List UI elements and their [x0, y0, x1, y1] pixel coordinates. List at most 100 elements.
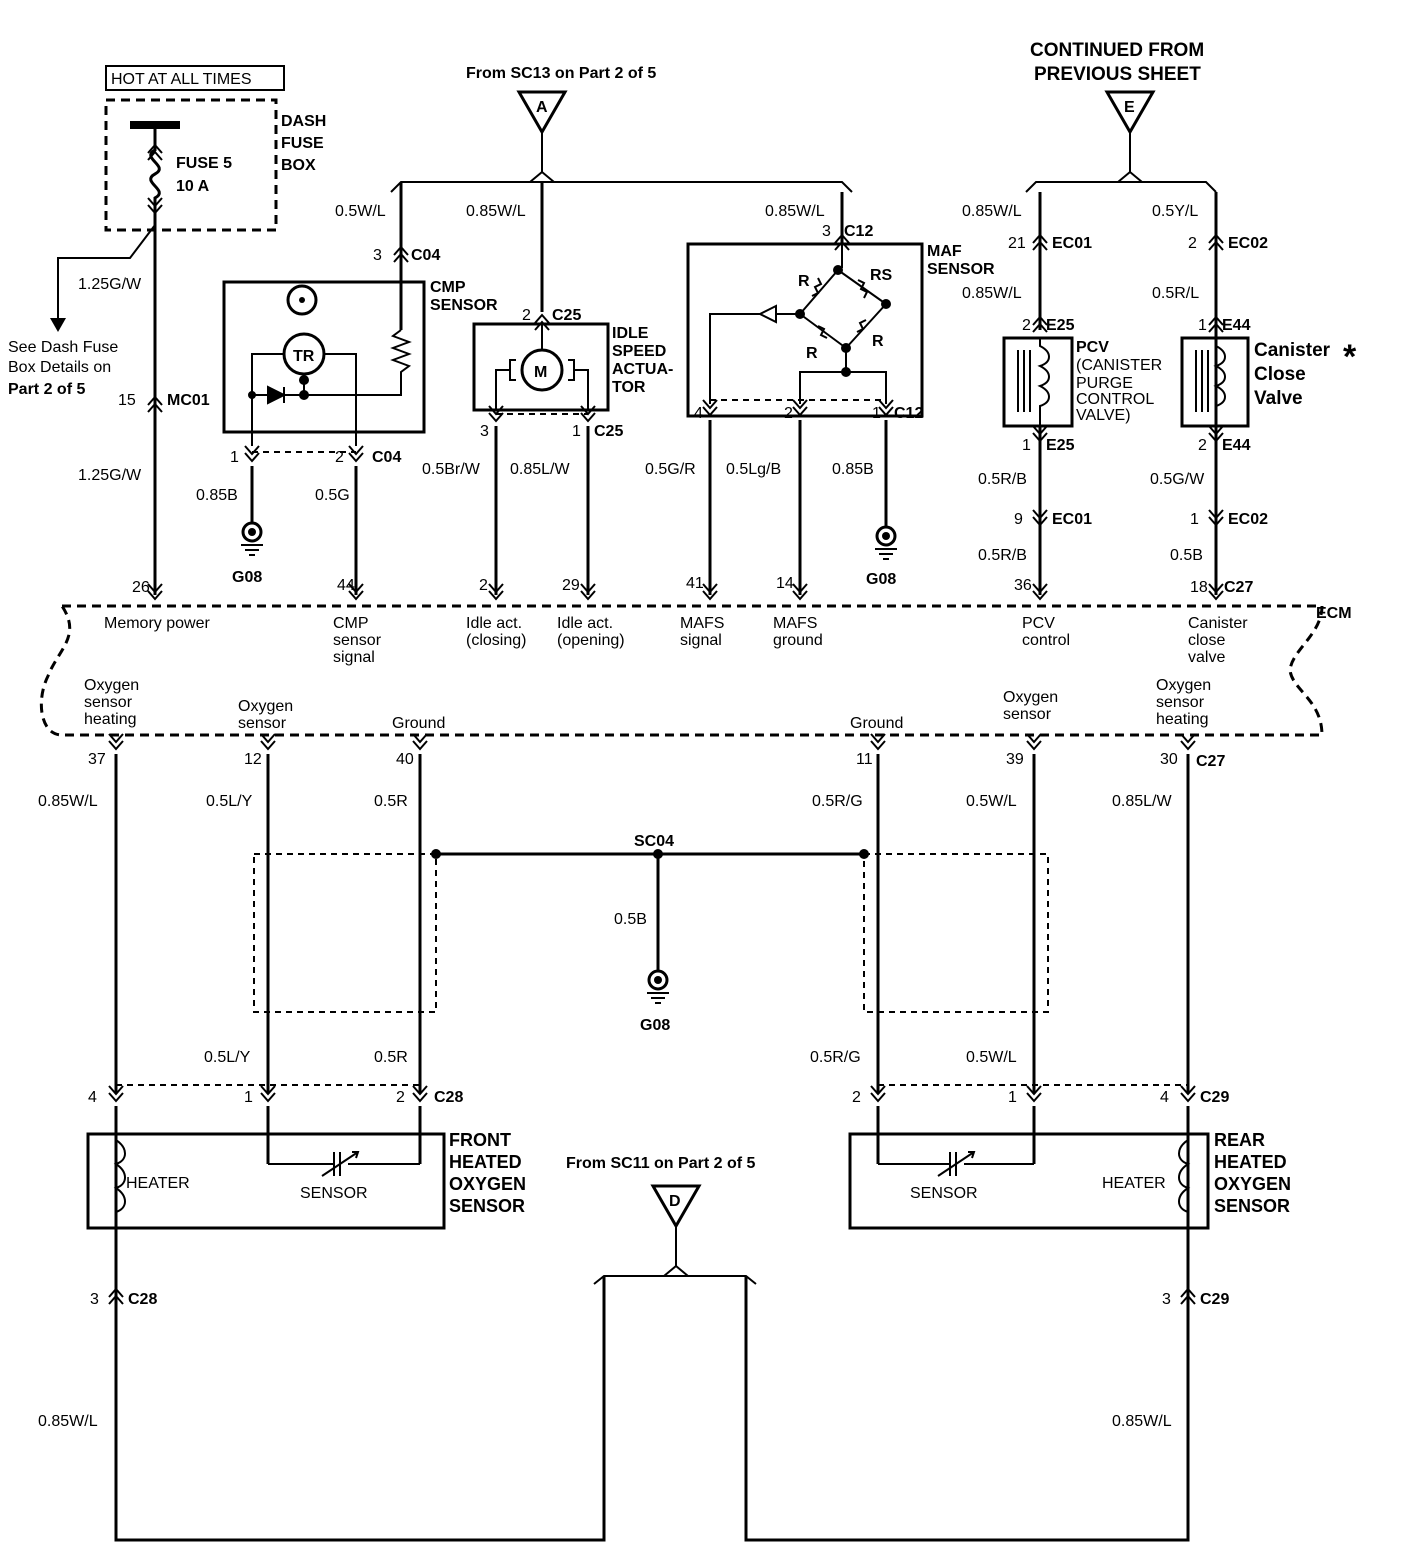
isa-label-2: SPEED — [612, 343, 666, 360]
pin-2-c29: 2 — [852, 1089, 861, 1106]
ecm-idle-close-2: (closing) — [466, 632, 526, 649]
rear-o2-box — [848, 1132, 1210, 1230]
ecm: ECM Memory power CMP sensor signal Idle … — [39, 604, 1352, 737]
front-o2-label-2: HEATED — [449, 1152, 522, 1172]
wires-maf — [708, 420, 802, 595]
front-o2-sensor: HEATER SENSOR FRONT HEATED OXYGEN SENSOR — [86, 1130, 526, 1230]
ecm-ccv-2: close — [1188, 632, 1225, 649]
wire-label-0-5wl-top: 0.5W/L — [966, 793, 1017, 810]
wire-label-0-5brw: 0.5Br/W — [422, 461, 481, 478]
front-sensor-label: SENSOR — [300, 1185, 368, 1202]
isa-label-3: ACTUA- — [612, 361, 673, 378]
wire-label-0-85b-cmp: 0.85B — [196, 487, 238, 504]
ecm-o2h1-2: sensor — [84, 694, 133, 711]
ref-d-stem — [663, 1226, 689, 1277]
ecm-gnd1: Ground — [392, 715, 445, 732]
pin-4-c12: 4 — [694, 405, 703, 422]
pin-1-e44: 1 — [1198, 317, 1207, 334]
wire-label-0-5gr: 0.5G/R — [645, 461, 696, 478]
maf-r-1: R — [798, 273, 810, 290]
see-note-3: Part 2 of 5 — [8, 381, 85, 398]
wire-label-0-85wl-front-heat: 0.85W/L — [38, 1413, 98, 1430]
shield-node-rear — [859, 849, 869, 859]
wire-label-0-85wl-o2h1: 0.85W/L — [38, 793, 98, 810]
pin-2-c12: 2 — [784, 405, 793, 422]
fuse-name: FUSE 5 — [176, 155, 232, 172]
pin-3-c04: 3 — [373, 247, 382, 264]
ground-g08-sc04-icon — [645, 969, 671, 1005]
pin-3-c25: 3 — [480, 423, 489, 440]
ecm-pin-39 — [1026, 733, 1042, 750]
maf-r-3: R — [872, 333, 884, 350]
ref-a-from: From SC13 on Part 2 of 5 — [466, 65, 656, 82]
transistor-label: TR — [293, 348, 315, 365]
maf-label-2: SENSOR — [927, 261, 995, 278]
rear-heater-label: HEATER — [1102, 1175, 1166, 1192]
hot-label: HOT AT ALL TIMES — [111, 71, 252, 88]
star-note: * — [1343, 338, 1357, 376]
heater-power-wires — [114, 1276, 1190, 1542]
ecm-idle-close-1: Idle act. — [466, 615, 522, 632]
shield-node-front — [431, 849, 441, 859]
rear-heater-coil-icon — [1178, 1139, 1191, 1213]
ecm-o2h2-1: Oxygen — [1156, 677, 1211, 694]
cmp-pickup-icon — [286, 284, 318, 316]
dash-fuse-box-label-3: BOX — [281, 157, 316, 174]
pin-1-ec02: 1 — [1190, 511, 1199, 528]
pin-12: 12 — [244, 751, 262, 768]
maf-resistors — [811, 277, 869, 339]
front-o2-label-3: OXYGEN — [449, 1174, 526, 1194]
maf-node-1 — [833, 265, 843, 275]
wire-label-0-85lw-isa: 0.85L/W — [510, 461, 570, 478]
ground-label-g08-maf: G08 — [866, 571, 896, 588]
wire-label-1-25gw-top: 1.25G/W — [78, 276, 142, 293]
wire-label-0-5rg-top: 0.5R/G — [812, 793, 863, 810]
maf-sensor-box — [686, 242, 924, 418]
rear-sensor-icon — [878, 1151, 1034, 1177]
cmp-junction-1 — [299, 375, 309, 385]
connector-label-c25-bottom: C25 — [594, 423, 623, 440]
connector-label-c04-bottom: C04 — [372, 449, 401, 466]
connector-label-c25-top: C25 — [552, 307, 581, 324]
ecm-gnd2: Ground — [850, 715, 903, 732]
pin-37: 37 — [88, 751, 106, 768]
pin-1-e25: 1 — [1022, 437, 1031, 454]
pin-3-c28: 3 — [90, 1291, 99, 1308]
ref-e-letter: E — [1124, 99, 1135, 116]
connector-label-c28-top: C28 — [434, 1089, 463, 1106]
connector-label-e25-bottom: E25 — [1046, 437, 1075, 454]
heater-power-section: From SC11 on Part 2 of 5 D 3 C28 3 C29 0… — [38, 1155, 1229, 1542]
ref-e-bus — [1025, 181, 1217, 193]
cmp-resistor — [304, 329, 412, 396]
rear-o2-label-3: OXYGEN — [1214, 1174, 1291, 1194]
wire-label-0-85lw-o2h2: 0.85L/W — [1112, 793, 1172, 810]
pcv-core — [1017, 350, 1031, 412]
fuse-rating: 10 A — [176, 178, 210, 195]
see-note-1: See Dash Fuse — [8, 339, 118, 356]
wire-label-0-5rb-1: 0.5R/B — [978, 471, 1027, 488]
rear-o2-label-2: HEATED — [1214, 1152, 1287, 1172]
connector-label-c27-bottom: C27 — [1196, 753, 1225, 770]
reference-e: CONTINUED FROM PREVIOUS SHEET E — [1025, 40, 1217, 193]
ecm-mafs-sig-2: signal — [680, 632, 722, 649]
maf-sensor-section: 0.85W/L 3 C12 MAF SENSOR R RS R R 4 2 1 … — [645, 192, 995, 600]
ccv-label-3: Valve — [1254, 388, 1303, 409]
ground-g08-maf-icon — [873, 525, 899, 561]
maf-node-3 — [881, 299, 891, 309]
pin-44: 44 — [337, 577, 355, 594]
front-sensor-icon — [268, 1151, 420, 1177]
ecm-o21-2: sensor — [238, 715, 287, 732]
shield-ground-wire — [436, 852, 864, 974]
front-o2-label-4: SENSOR — [449, 1196, 525, 1216]
pin-41: 41 — [686, 575, 704, 592]
ecm-cmp-3: signal — [333, 649, 375, 666]
ccv-label-2: Close — [1254, 364, 1306, 385]
pin-18: 18 — [1190, 579, 1208, 596]
wire-label-0-5ly-top: 0.5L/Y — [206, 793, 253, 810]
ref-d-bus — [593, 1275, 757, 1285]
wire-label-0-5rb-2: 0.5R/B — [978, 547, 1027, 564]
ecm-o2h2-2: sensor — [1156, 694, 1205, 711]
wire-label-0-85wl-isa: 0.85W/L — [466, 203, 526, 220]
connector-label-ec01-bottom: EC01 — [1052, 511, 1092, 528]
